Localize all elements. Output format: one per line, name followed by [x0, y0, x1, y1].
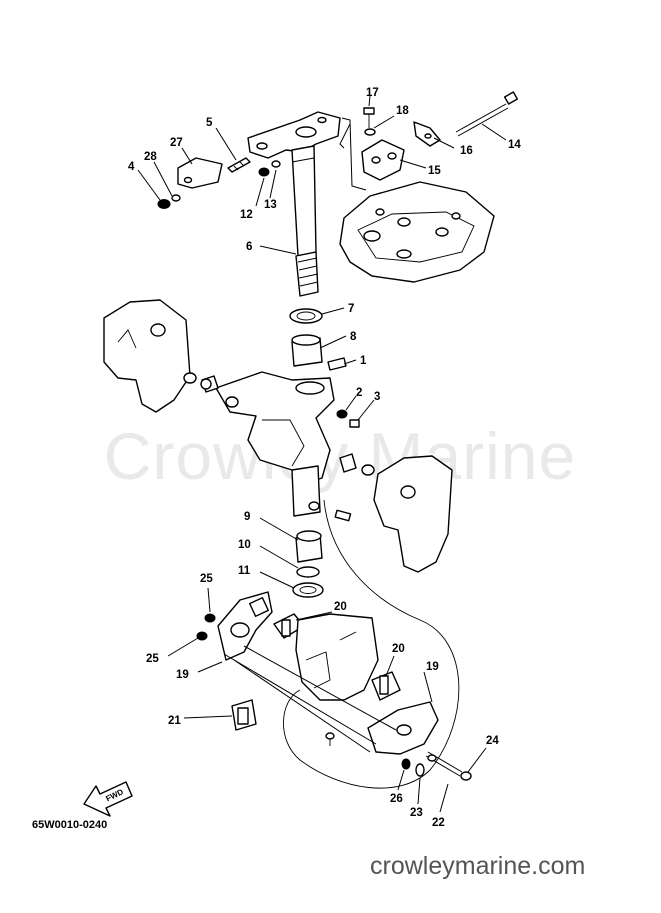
callout-23: 23: [410, 807, 423, 819]
bushing-9: [295, 530, 323, 563]
bushing-8: [291, 334, 323, 367]
callout-8: 8: [350, 331, 357, 343]
site-url: crowleymarine.com: [370, 852, 586, 880]
callout-10: 10: [238, 539, 251, 551]
screw-25-top: [204, 613, 216, 623]
lower-mount-left: [217, 591, 273, 661]
casing-outline: [283, 499, 460, 789]
link-line-1: [223, 653, 377, 745]
steering-arm: [247, 111, 341, 159]
shaft-housing: [291, 465, 321, 517]
washer-18: [364, 128, 376, 136]
assembly-line-mount: [339, 123, 351, 149]
nut-2: [336, 409, 348, 419]
bolt-right: [334, 509, 352, 522]
washer-24: [427, 754, 437, 762]
callout-20-lower: 20: [392, 643, 405, 655]
nut-12: [258, 167, 270, 177]
callout-4: 4: [128, 161, 135, 173]
callout-25-top: 25: [200, 573, 213, 585]
swivel-bracket: [215, 371, 335, 485]
drawing-code: 65W0010-0240: [32, 819, 108, 831]
callout-15: 15: [428, 165, 441, 177]
callout-18: 18: [396, 105, 409, 117]
clip-16: [413, 121, 441, 147]
callout-1: 1: [360, 355, 367, 367]
callout-2: 2: [356, 387, 362, 399]
callout-6: 6: [246, 241, 252, 253]
collar-11: [292, 582, 324, 598]
washer-28: [171, 194, 181, 202]
callout-9: 9: [244, 511, 250, 523]
bushing-left: [200, 375, 219, 393]
rubber-mount-20-lower: [371, 671, 401, 701]
callout-3: 3: [374, 391, 380, 403]
callout-28: 28: [144, 151, 157, 163]
lower-mount-right: [367, 701, 439, 755]
steering-shaft: [291, 145, 319, 297]
callout-16: 16: [460, 145, 473, 157]
link-line-2: [243, 645, 397, 731]
callout-19-left: 19: [176, 669, 189, 681]
leader-lines: [137, 95, 507, 813]
clip-1: [327, 357, 347, 371]
assembly-line-arm: [341, 117, 367, 191]
fwd-arrow: FWD: [83, 781, 133, 817]
bolt-5: [227, 157, 251, 173]
screw-17: [363, 107, 375, 128]
callout-5: 5: [206, 117, 213, 129]
clamp-bracket-right: [373, 455, 453, 573]
bushing-right: [339, 453, 357, 473]
collar-7: [289, 308, 323, 324]
callout-22: 22: [432, 817, 445, 829]
bolt-14: [455, 91, 519, 137]
callout-25-side: 25: [146, 653, 159, 665]
callout-24: 24: [486, 735, 499, 747]
grease-fitting: [325, 732, 335, 746]
callout-7: 7: [348, 303, 354, 315]
callout-11: 11: [238, 565, 251, 577]
callout-26: 26: [390, 793, 403, 805]
washer-23: [415, 763, 425, 777]
lower-unit-housing: [295, 613, 379, 701]
o-ring-10: [296, 566, 320, 578]
bracket-27: [177, 157, 223, 189]
callout-27: 27: [170, 137, 183, 149]
washer-left: [183, 372, 197, 384]
screw-25-side: [196, 631, 208, 641]
callout-14: 14: [508, 139, 521, 151]
bracket-15: [361, 139, 405, 181]
callout-17: 17: [366, 87, 379, 99]
callout-20-upper: 20: [334, 601, 347, 613]
engine-mount-plate: [339, 181, 495, 283]
callout-19-right: 19: [426, 661, 439, 673]
callout-labels: 17 18 5 14 27 16 28 4 15 13 12 6 7 8 1 2…: [128, 87, 521, 829]
callout-21: 21: [168, 715, 181, 727]
link-line-3: [233, 659, 371, 753]
nut-4: [157, 199, 171, 209]
pad-21: [231, 699, 257, 731]
clamp-bracket-left: [103, 299, 191, 413]
screw-3: [349, 419, 360, 428]
nut-26: [401, 758, 411, 770]
callout-12: 12: [240, 209, 253, 221]
washer-right: [361, 464, 375, 476]
callout-13: 13: [264, 199, 277, 211]
washer-13: [271, 160, 281, 168]
